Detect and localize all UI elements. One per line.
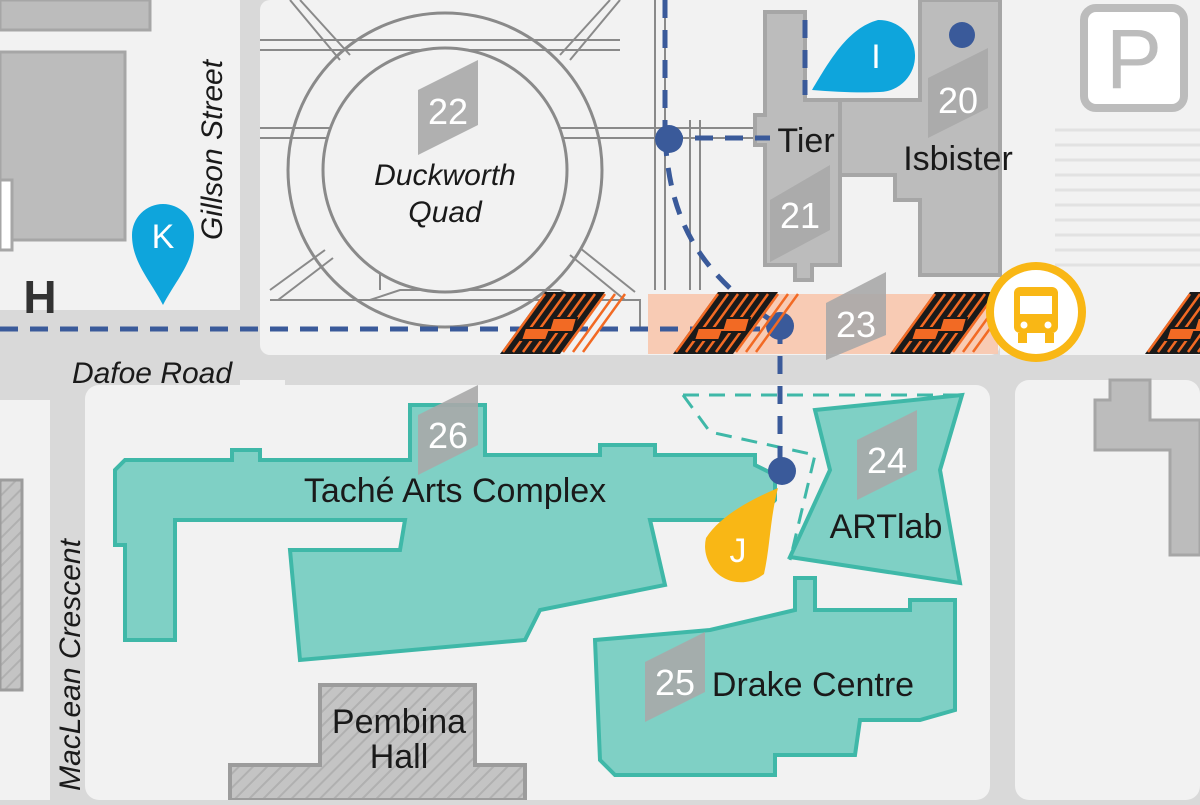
pin-j[interactable]: J [705,488,778,583]
bus-stop-icon[interactable] [986,262,1086,362]
quad-label-line1: Duckworth [374,159,516,192]
crosswalk-icon [500,292,627,354]
artlab-label: ARTlab [830,508,943,546]
badge-26-text: 26 [428,415,468,456]
street-label-maclean: MacLean Crescent [54,537,87,790]
teal-walkway [681,393,960,561]
badge-23-text: 23 [836,304,876,345]
badge-22-text: 22 [428,91,468,132]
badge-26: 26 [418,385,478,475]
pembina-label-line2: Hall [370,738,429,776]
route-nodes [655,22,975,485]
crosswalk-icon [673,292,800,354]
tache-label: Taché Arts Complex [304,472,606,510]
pin-k[interactable]: K [132,204,194,305]
pin-k-letter: K [152,218,175,256]
badge-23: 23 [826,272,886,360]
parking-stalls [1055,128,1200,267]
pin-i-letter: I [871,38,880,76]
tier-label: Tier [777,122,834,160]
drake-label: Drake Centre [712,666,914,704]
badge-24: 24 [857,410,917,500]
parking-icon[interactable]: P [1080,4,1188,112]
southeast-campus-block [1015,380,1200,800]
quad-outer-ring [286,11,604,329]
badge-25: 25 [645,632,705,722]
street-label-gillson: Gillson Street [196,58,229,240]
crosswalk-icon [1145,292,1200,354]
pin-i[interactable]: I [812,19,916,93]
pembina-label-line1: Pembina [332,703,466,741]
badge-25-text: 25 [655,662,695,703]
badge-24-text: 24 [867,440,907,481]
quad-inner-ring [321,46,569,294]
east-building [1093,378,1200,557]
badge-22: 22 [418,60,478,155]
badge-21: 21 [770,165,830,262]
h-marker: H [23,271,56,323]
street-label-dafoe: Dafoe Road [72,357,233,390]
west-hatched-building [0,478,24,692]
badge-20-text: 20 [938,80,978,121]
pin-j-letter: J [730,532,747,570]
badge-21-text: 21 [780,195,820,236]
drake-centre-building[interactable] [592,576,957,777]
badge-20: 20 [928,48,988,138]
sidewalks [240,380,580,800]
quad-label-line2: Quad [408,196,483,229]
isbister-label: Isbister [903,140,1013,178]
parking-letter: P [1106,12,1162,106]
west-buildings [0,0,152,252]
